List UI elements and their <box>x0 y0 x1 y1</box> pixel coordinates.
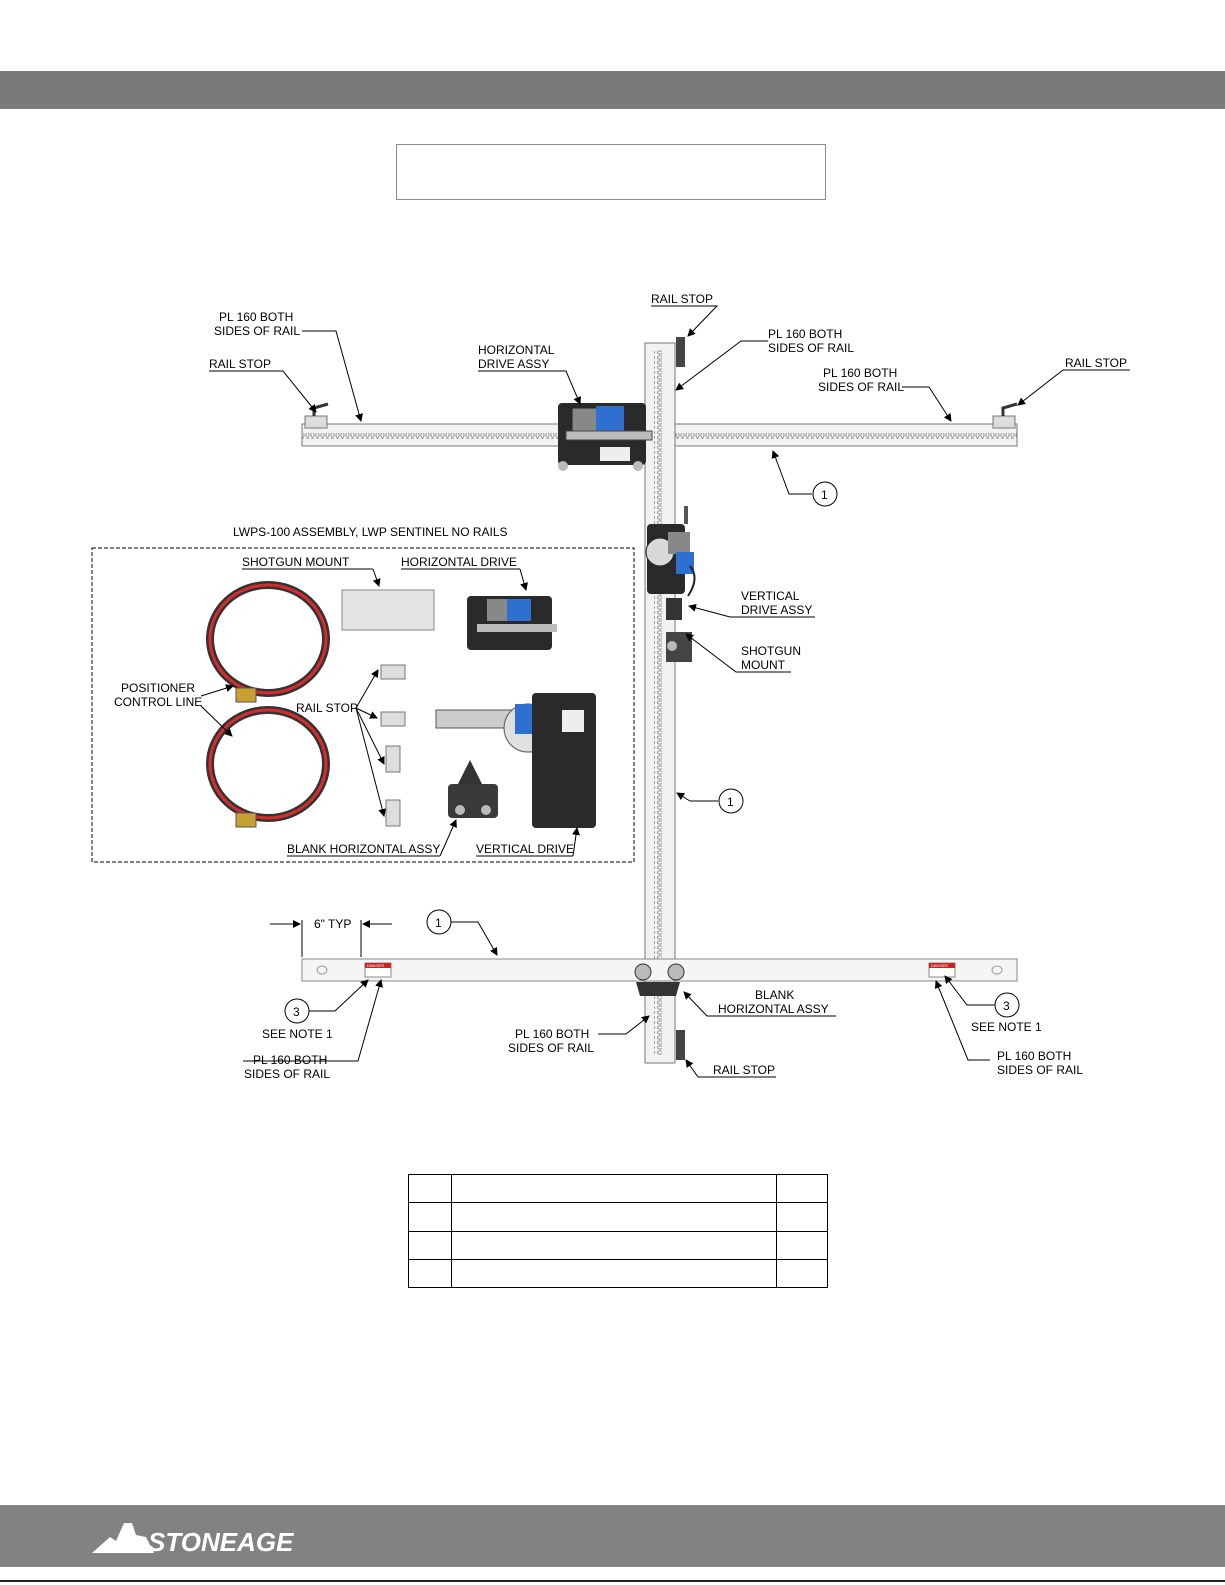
table-cell <box>776 1230 828 1260</box>
label-pl160-bottom-center-2: SIDES OF RAIL <box>508 1041 594 1055</box>
inset-horizontal-drive-image <box>467 596 557 650</box>
label-shotgun-mount-1: SHOTGUN <box>741 644 801 658</box>
title-box <box>396 144 826 200</box>
label-pl160-bottom-right-2: SIDES OF RAIL <box>997 1063 1083 1077</box>
table-cell <box>408 1230 452 1260</box>
table-row <box>408 1258 828 1289</box>
table-cell <box>451 1173 777 1204</box>
label-see-note-left: SEE NOTE 1 <box>262 1027 333 1041</box>
inset-label-shotgun-mount: SHOTGUN MOUNT <box>242 555 350 569</box>
table-cell <box>408 1173 452 1204</box>
callout-1-bottom: 1 <box>435 916 442 930</box>
table-row <box>408 1230 828 1260</box>
callout-1-vertical: 1 <box>727 795 734 809</box>
inset-rail-stop-2 <box>380 711 406 727</box>
label-pl160-top-left-2: SIDES OF RAIL <box>214 324 300 338</box>
label-pl160-top-center-1: PL 160 BOTH <box>768 327 842 341</box>
inset-label-positioner-1: POSITIONER <box>121 681 195 695</box>
label-pl160-bottom-center-1: PL 160 BOTH <box>515 1027 589 1041</box>
label-pl160-bottom-left-2: SIDES OF RAIL <box>244 1067 330 1081</box>
label-pl160-top-right-2: SIDES OF RAIL <box>818 380 904 394</box>
svg-text:DANGER: DANGER <box>367 963 384 968</box>
label-vertical-drive-2: DRIVE ASSY <box>741 603 812 617</box>
vertical-rail <box>644 337 685 1064</box>
label-blank-horizontal-2: HORIZONTAL ASSY <box>718 1002 829 1016</box>
label-pl160-top-left-1: PL 160 BOTH <box>219 310 293 324</box>
label-horizontal-drive-1: HORIZONTAL <box>478 343 555 357</box>
danger-label-right: DANGER <box>928 962 956 978</box>
table-cell <box>776 1173 828 1204</box>
inset-title: LWPS-100 ASSEMBLY, LWP SENTINEL NO RAILS <box>233 525 508 539</box>
table-row <box>408 1202 828 1232</box>
table-cell <box>451 1258 777 1289</box>
svg-text:STONEAGE: STONEAGE <box>148 1527 294 1557</box>
vertical-drive-assy <box>645 506 696 597</box>
table-cell <box>451 1230 777 1260</box>
label-pl160-bottom-right-1: PL 160 BOTH <box>997 1049 1071 1063</box>
inset-vertical-drive-image <box>435 693 596 828</box>
label-horizontal-drive-2: DRIVE ASSY <box>478 357 549 371</box>
table-cell <box>408 1258 452 1289</box>
inset-rail-stop-3 <box>385 745 401 773</box>
label-pl160-bottom-left-1: PL 160 BOTH <box>253 1053 327 1067</box>
label-vertical-drive-1: VERTICAL <box>741 589 800 603</box>
inset-blank-horizontal-image <box>448 760 498 818</box>
inset-label-blank-horizontal: BLANK HORIZONTAL ASSY <box>287 842 440 856</box>
label-rail-stop-top-left: RAIL STOP <box>209 357 271 371</box>
footer-rule <box>0 1580 1225 1582</box>
table-cell <box>451 1202 777 1232</box>
inset-rail-stop-4 <box>385 799 401 827</box>
label-shotgun-mount-2: MOUNT <box>741 658 786 672</box>
label-six-typ: 6" TYP <box>314 917 351 931</box>
inset-shotgun-mount-image <box>341 589 435 631</box>
label-pl160-top-right-1: PL 160 BOTH <box>823 366 897 380</box>
inset-label-rail-stop: RAIL STOP <box>296 701 358 715</box>
footer-bar <box>0 1505 1225 1567</box>
label-pl160-top-center-2: SIDES OF RAIL <box>768 341 854 355</box>
table-cell <box>776 1258 828 1289</box>
table-cell <box>776 1202 828 1232</box>
label-rail-stop-bottom: RAIL STOP <box>713 1063 775 1077</box>
label-rail-stop-top-center: RAIL STOP <box>651 292 713 306</box>
callout-3-right: 3 <box>1003 999 1010 1013</box>
label-blank-horizontal-1: BLANK <box>755 988 794 1002</box>
inset-label-positioner-2: CONTROL LINE <box>114 695 202 709</box>
inset-label-vertical-drive: VERTICAL DRIVE <box>476 842 574 856</box>
inset-label-horizontal-drive: HORIZONTAL DRIVE <box>401 555 517 569</box>
svg-text:DANGER: DANGER <box>931 963 948 968</box>
parts-table <box>408 1173 828 1289</box>
header-bar <box>0 71 1225 109</box>
label-rail-stop-top-right: RAIL STOP <box>1065 356 1127 370</box>
label-see-note-right: SEE NOTE 1 <box>971 1020 1042 1034</box>
stoneage-logo: STONEAGE <box>92 1523 294 1557</box>
danger-label-left: DANGER <box>364 962 392 978</box>
table-row <box>408 1173 828 1204</box>
inset-assembly-box: LWPS-100 ASSEMBLY, LWP SENTINEL NO RAILS… <box>91 525 635 863</box>
inset-rail-stop-1 <box>380 664 406 680</box>
bottom-horizontal-rail <box>301 958 1018 996</box>
table-cell <box>408 1202 452 1232</box>
horizontal-drive-assy <box>558 403 653 471</box>
callout-1-top: 1 <box>821 488 828 502</box>
callout-3-left: 3 <box>293 1005 300 1019</box>
